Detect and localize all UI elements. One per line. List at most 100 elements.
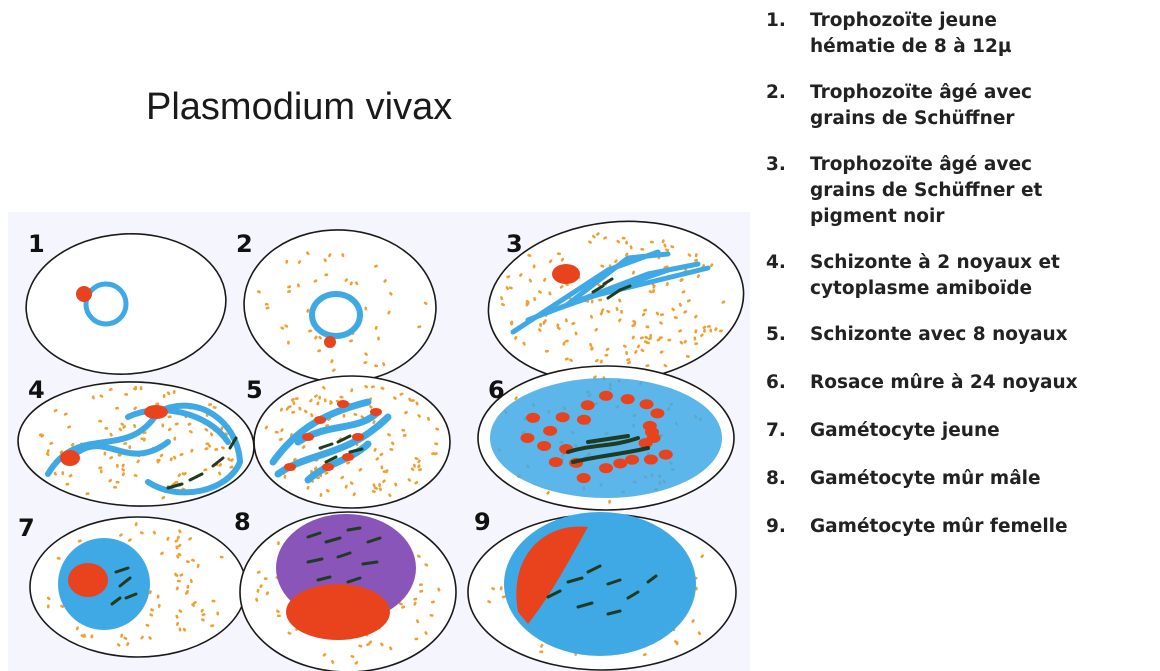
legend-text: pigment noir bbox=[810, 206, 944, 227]
schuffner-dot bbox=[100, 469, 103, 473]
merozoite-nucleus bbox=[520, 433, 534, 443]
schuffner-dot bbox=[140, 386, 143, 390]
schuffner-dot bbox=[377, 337, 380, 341]
merozoite-nucleus bbox=[599, 463, 613, 473]
drawing-panel: 123456789 bbox=[8, 212, 750, 671]
cell-number: 1 bbox=[28, 230, 45, 258]
legend-item: 3.Trophozoïte âgé avecgrains de Schüffne… bbox=[766, 152, 1156, 230]
legend-text: hématie de 8 à 12µ bbox=[810, 36, 1011, 57]
legend-number: 5. bbox=[766, 322, 810, 348]
male-gametocyte-nucleus bbox=[286, 584, 390, 640]
schuffner-dot bbox=[179, 627, 182, 631]
chromatin-dot bbox=[302, 433, 314, 441]
schuffner-dot bbox=[364, 306, 367, 310]
cell-5: 5 bbox=[246, 376, 450, 508]
schuffner-dot bbox=[161, 423, 164, 427]
chromatin-mass bbox=[552, 264, 580, 284]
legend-item: 9.Gamétocyte mûr femelle bbox=[766, 514, 1156, 540]
merozoite-nucleus bbox=[613, 458, 627, 468]
legend-number: 8. bbox=[766, 466, 810, 492]
schuffner-dot bbox=[116, 464, 119, 468]
chromatin-dot bbox=[352, 433, 364, 441]
merozoite-nucleus bbox=[640, 399, 654, 409]
schuffner-dot bbox=[163, 394, 166, 398]
legend-number: 7. bbox=[766, 418, 810, 444]
cell-7: 7 bbox=[18, 514, 246, 657]
schuffner-dot bbox=[264, 577, 268, 580]
legend-text: Gamétocyte mûr femelle bbox=[810, 514, 1156, 540]
ring-cytoplasm bbox=[312, 294, 360, 336]
cell-1: 1 bbox=[21, 227, 230, 381]
legend-item: 1.Trophozoïte jeunehématie de 8 à 12µ bbox=[766, 8, 1156, 60]
merozoite-nucleus bbox=[537, 441, 551, 451]
merozoite-nucleus bbox=[556, 412, 570, 422]
pigment-grain bbox=[348, 528, 360, 530]
schuffner-dot bbox=[620, 310, 623, 314]
merozoite-nucleus bbox=[549, 457, 563, 467]
chromatin-mass bbox=[144, 405, 168, 419]
legend-number: 6. bbox=[766, 370, 810, 396]
legend-text: Schizonte avec 8 noyaux bbox=[810, 322, 1156, 348]
merozoite-nucleus bbox=[644, 455, 658, 465]
schuffner-dot bbox=[277, 615, 281, 618]
schuffner-dot bbox=[128, 445, 131, 449]
legend-item: 2.Trophozoïte âgé avec grains de Schüffne… bbox=[766, 80, 1156, 132]
legend-item: 5.Schizonte avec 8 noyaux bbox=[766, 322, 1156, 348]
chromatin-dot bbox=[76, 286, 92, 302]
schuffner-dot bbox=[156, 459, 160, 462]
legend-number: 4. bbox=[766, 250, 810, 302]
cell-number: 8 bbox=[234, 508, 251, 536]
cell-number: 5 bbox=[246, 376, 263, 404]
merozoite-nucleus bbox=[621, 394, 635, 404]
blood-cells-drawing: 123456789 bbox=[8, 212, 750, 671]
cell-number: 7 bbox=[18, 514, 35, 542]
legend-number: 2. bbox=[766, 80, 810, 132]
legend-text: Rosace mûre à 24 noyaux bbox=[810, 370, 1156, 396]
schuffner-dot bbox=[414, 638, 418, 641]
legend-text: grains de Schüffner bbox=[810, 108, 1015, 129]
cell-4: 4 bbox=[16, 376, 256, 510]
page-title: Plasmodium vivax bbox=[146, 86, 452, 129]
gametocyte-nucleus bbox=[68, 563, 108, 597]
merozoite-nucleus bbox=[645, 427, 659, 437]
chromatin-dot bbox=[337, 400, 349, 408]
legend-item: 7.Gamétocyte jeune bbox=[766, 418, 1156, 444]
schuffner-dot bbox=[604, 354, 608, 357]
schuffner-dot bbox=[211, 600, 215, 603]
schuffner-dot bbox=[707, 325, 711, 328]
schuffner-dot bbox=[174, 481, 178, 484]
cell-2: 2 bbox=[236, 225, 440, 387]
legend-number: 9. bbox=[766, 514, 810, 540]
pigment-grain bbox=[363, 562, 377, 564]
legend-list: 1.Trophozoïte jeunehématie de 8 à 12µ 2.… bbox=[766, 8, 1156, 540]
merozoite-nucleus bbox=[650, 408, 664, 418]
merozoite-nucleus bbox=[577, 415, 591, 425]
chromatin-mass bbox=[60, 450, 80, 466]
schuffner-dot bbox=[342, 414, 345, 418]
chromatin-dot bbox=[322, 463, 334, 471]
cell-number: 6 bbox=[488, 376, 505, 404]
schuffner-dot bbox=[709, 329, 712, 333]
merozoite-nucleus bbox=[581, 400, 595, 410]
legend-text: Schizonte à 2 noyaux et bbox=[810, 252, 1060, 273]
cell-number: 4 bbox=[28, 376, 45, 404]
chromatin-dot bbox=[314, 416, 326, 424]
merozoite-nucleus bbox=[625, 455, 639, 465]
schuffner-dot bbox=[61, 471, 64, 475]
schuffner-dot bbox=[591, 299, 594, 303]
legend-text: cytoplasme amiboïde bbox=[810, 278, 1032, 299]
legend-text: Trophozoïte âgé avec bbox=[810, 154, 1032, 175]
cell-6: 6 bbox=[478, 366, 734, 510]
schuffner-dot bbox=[157, 595, 160, 599]
schuffner-dot bbox=[339, 396, 343, 399]
schuffner-dot bbox=[265, 303, 269, 306]
legend-text: Gamétocyte mûr mâle bbox=[810, 466, 1156, 492]
schuffner-dot bbox=[694, 336, 697, 340]
schuffner-dot bbox=[378, 483, 381, 487]
legend-text: Gamétocyte jeune bbox=[810, 418, 1156, 444]
schuffner-dot bbox=[116, 481, 120, 484]
cell-8: 8 bbox=[234, 508, 456, 671]
schuffner-dot bbox=[277, 541, 280, 545]
chromatin-dot bbox=[342, 453, 354, 461]
legend-text: Trophozoïte âgé avec bbox=[810, 82, 1032, 103]
